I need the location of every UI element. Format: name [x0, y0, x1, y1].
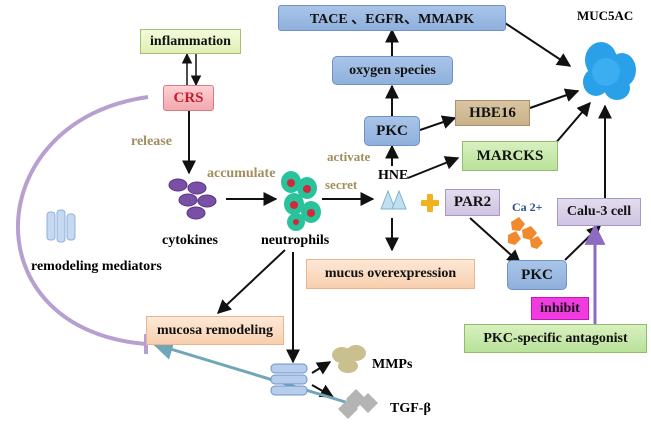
calcium-label: Ca 2+ — [512, 200, 543, 214]
crs-box: CRS — [163, 85, 214, 111]
pkc-bottom-box: PKC — [507, 260, 567, 290]
pkc-top-box: PKC — [364, 116, 420, 146]
remodeling-mediators-label: remodeling mediators — [31, 259, 162, 274]
cytokines-label: cytokines — [162, 233, 218, 248]
secret-label: secret — [325, 177, 358, 192]
arrow-neutrophils-to-mucosa — [216, 249, 286, 314]
oxygen-species-box: oxygen species — [332, 56, 453, 85]
release-label: release — [131, 134, 172, 149]
par2-label: PAR2 — [453, 194, 492, 210]
mucosa-remodeling-box: mucosa remodeling — [146, 316, 284, 345]
inhibit-label: inhibit — [540, 300, 580, 316]
pkc-bottom-label: PKC — [521, 266, 553, 283]
cytokines-icon — [168, 178, 217, 220]
accumulate-label: accumulate — [207, 166, 276, 181]
tace-egfr-mmapk-box: TACE 、EGFR、MMAPK — [278, 5, 506, 31]
inflammation-label: inflammation — [150, 33, 231, 49]
mucosa-remodeling-label: mucosa remodeling — [156, 322, 273, 338]
arrow-tace-to-muc5ac — [504, 22, 572, 67]
remodeling-mediators-icon — [46, 209, 76, 243]
arrow-pkc-to-hbe16 — [419, 115, 457, 131]
arrow-stack-to-mmps — [311, 361, 332, 375]
par2-plus-icon — [421, 194, 439, 212]
arrow-hne-to-marcks — [407, 156, 460, 179]
muc5ac-cell-icon — [583, 42, 636, 100]
oxygen-species-label: oxygen species — [349, 62, 436, 78]
activate-label: activate — [327, 149, 371, 164]
arrow-stack-to-tgf — [311, 384, 335, 398]
arrow-hbe16-to-muc5ac — [529, 88, 580, 109]
neutrophils-icon — [281, 171, 321, 231]
pkc-antagonist-box: PKC-specific antagonist — [464, 324, 647, 353]
crs-label: CRS — [173, 89, 204, 106]
inflammation-box: inflammation — [140, 29, 241, 54]
hne-label: HNE — [378, 168, 409, 183]
tace-label: TACE 、EGFR、MMAPK — [309, 12, 475, 27]
par2-box: PAR2 — [445, 189, 500, 216]
calu3-cell-box: Calu-3 cell — [557, 198, 641, 226]
arrow-tgf-to-mucosa — [151, 339, 353, 406]
hbe16-label: HBE16 — [469, 104, 516, 121]
tgf-icon — [338, 389, 378, 419]
mucus-overexpression-box: mucus overexpression — [306, 259, 475, 289]
pkc-top-label: PKC — [376, 122, 408, 139]
muc5ac-label: MUC5AC — [577, 8, 634, 23]
arrow-marcks-to-muc5ac — [553, 101, 591, 146]
mucus-overexpression-label: mucus overexpression — [324, 266, 457, 281]
pkc-antagonist-label: PKC-specific antagonist — [483, 330, 628, 346]
mmps-icon — [332, 345, 366, 373]
neutrophils-label: neutrophils — [261, 233, 330, 248]
tgf-beta-label: TGF-β — [390, 401, 431, 416]
calu3-label: Calu-3 cell — [566, 204, 632, 219]
mediator-stack-icon — [270, 363, 308, 396]
inhibit-box: inhibit — [531, 297, 589, 320]
marcks-box: MARCKS — [462, 141, 558, 171]
mmps-label: MMPs — [372, 357, 413, 372]
remodeling-mediators-arc — [16, 95, 149, 346]
calcium-icon — [508, 217, 543, 249]
hne-icon — [380, 189, 407, 210]
hbe16-box: HBE16 — [455, 100, 530, 126]
arrow-par2-to-pkc — [469, 217, 522, 264]
marcks-label: MARCKS — [476, 147, 544, 164]
